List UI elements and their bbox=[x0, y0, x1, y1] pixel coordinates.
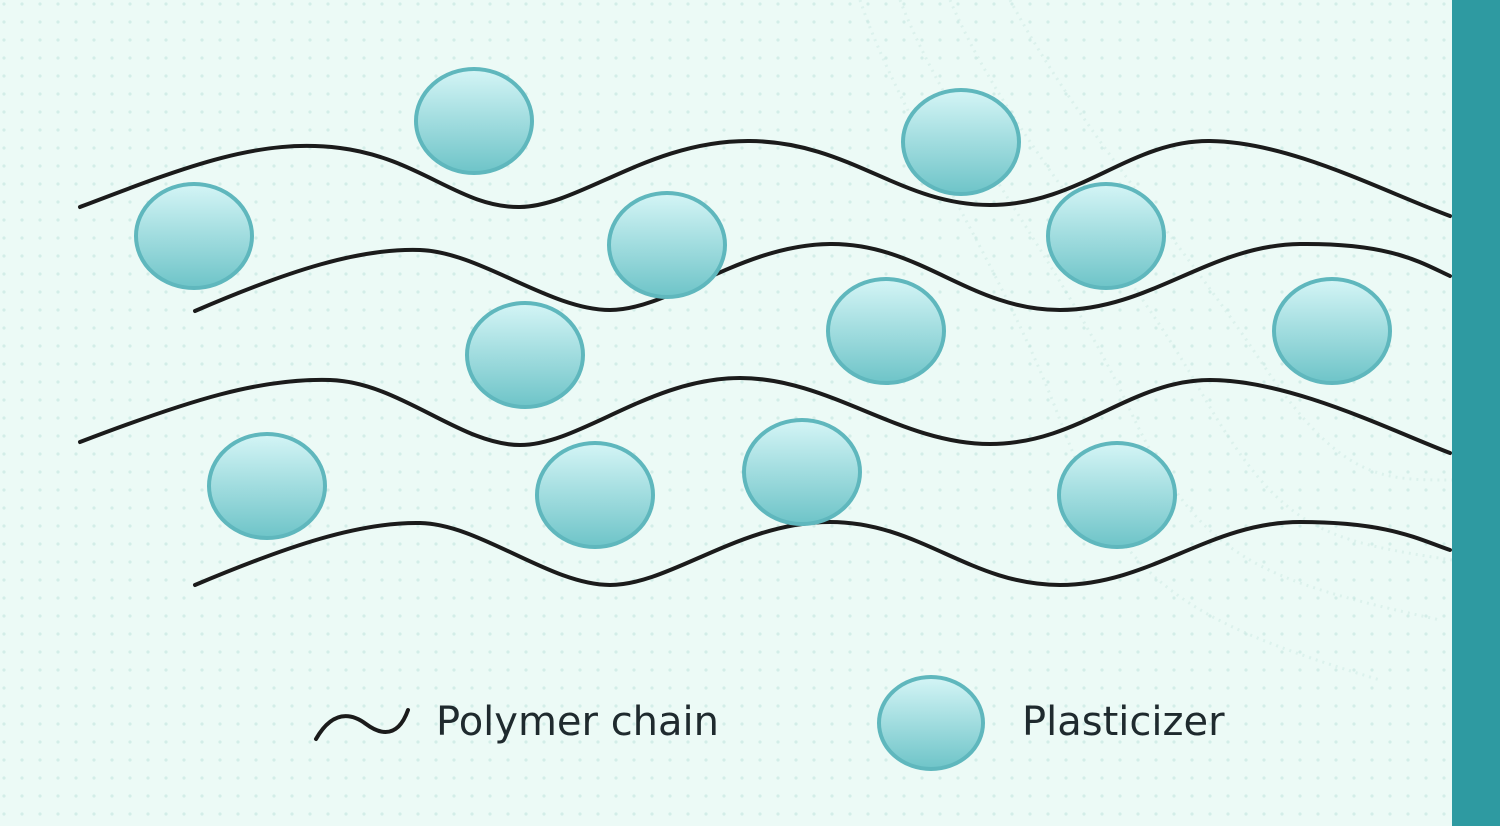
legend-plasticizer-label: Plasticizer bbox=[1022, 699, 1225, 745]
legend-polymer-chain-icon bbox=[314, 708, 410, 741]
polymer-chain bbox=[193, 519, 1452, 588]
plasticizer-molecule bbox=[901, 88, 1021, 196]
polymer-chains bbox=[78, 138, 1452, 588]
plasticizer-molecule bbox=[1046, 182, 1166, 290]
plasticizer-molecule bbox=[134, 182, 254, 290]
plasticizer-molecule bbox=[607, 191, 727, 299]
plasticizer-molecules bbox=[134, 67, 1392, 549]
legend-plasticizer-icon bbox=[877, 675, 985, 771]
plasticizer-molecule bbox=[535, 441, 655, 549]
polymer-chain bbox=[78, 375, 1452, 455]
polymer-chain bbox=[78, 138, 1452, 218]
plasticizer-molecule bbox=[414, 67, 534, 175]
right-accent-bar bbox=[1452, 0, 1500, 826]
plasticizer-molecule bbox=[742, 418, 862, 526]
plasticizer-molecule bbox=[1272, 277, 1392, 385]
plasticizer-molecule bbox=[826, 277, 946, 385]
plasticizer-molecule bbox=[207, 432, 327, 540]
plasticizer-molecule bbox=[1057, 441, 1177, 549]
legend-polymer-chain-label: Polymer chain bbox=[436, 699, 720, 745]
polymer-chain bbox=[193, 241, 1452, 313]
background-dot-pattern bbox=[0, 0, 1452, 826]
plasticizer-molecule bbox=[465, 301, 585, 409]
